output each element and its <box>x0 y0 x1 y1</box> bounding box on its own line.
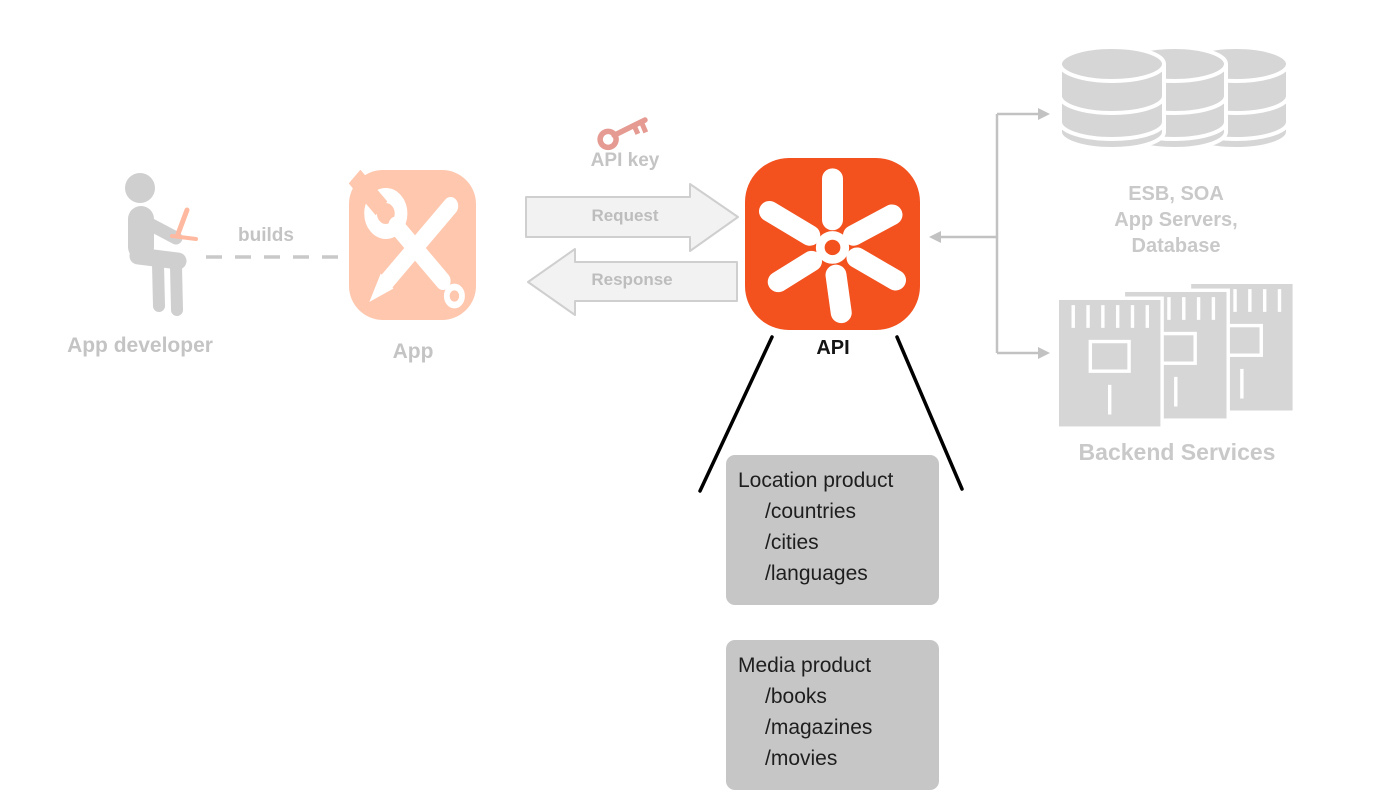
projection-line-right <box>895 335 964 491</box>
product-item: /cities <box>765 531 819 554</box>
app-label: App <box>392 340 434 363</box>
media-product-box: Media product /books /magazines /movies <box>726 640 939 790</box>
api-spoke-icon <box>759 168 906 324</box>
app-developer-icon <box>125 173 198 316</box>
api-icon <box>745 158 920 330</box>
product-item: /countries <box>765 500 857 523</box>
request-arrow <box>525 183 739 252</box>
esb-label-line3: Database <box>1131 235 1221 257</box>
projection-line-left <box>698 335 774 493</box>
request-label: Request <box>591 206 659 225</box>
product-item: /languages <box>765 562 868 585</box>
location-product-box: Location product /countries /cities /lan… <box>726 455 939 605</box>
product-item: /magazines <box>765 716 873 739</box>
response-label: Response <box>591 270 673 289</box>
backend-servers-icon <box>1055 280 1297 430</box>
response-arrow <box>527 248 738 316</box>
api-key-label: API key <box>590 150 660 171</box>
to-esb-arrowhead <box>1038 108 1050 120</box>
api-label: API <box>816 337 850 359</box>
esb-label-line2: App Servers, <box>1114 209 1238 231</box>
backend-to-api-arrowhead <box>929 231 941 243</box>
app-developer-label: App developer <box>67 334 213 357</box>
product-item: /movies <box>765 747 838 770</box>
api-key-icon <box>597 117 649 151</box>
wrench-pencil-icon <box>349 170 465 309</box>
to-servers-arrowhead <box>1038 347 1050 359</box>
product-title: Media product <box>738 654 872 677</box>
laptop-icon <box>175 207 190 237</box>
product-item: /books <box>765 685 827 708</box>
app-icon <box>349 170 476 320</box>
backend-services-label: Backend Services <box>1078 439 1276 465</box>
product-title: Location product <box>738 469 894 492</box>
database-icon <box>1058 45 1290 151</box>
builds-label: builds <box>238 225 294 246</box>
esb-label: ESB, SOA App Servers, Database <box>1056 181 1296 259</box>
esb-label-line1: ESB, SOA <box>1128 183 1224 205</box>
